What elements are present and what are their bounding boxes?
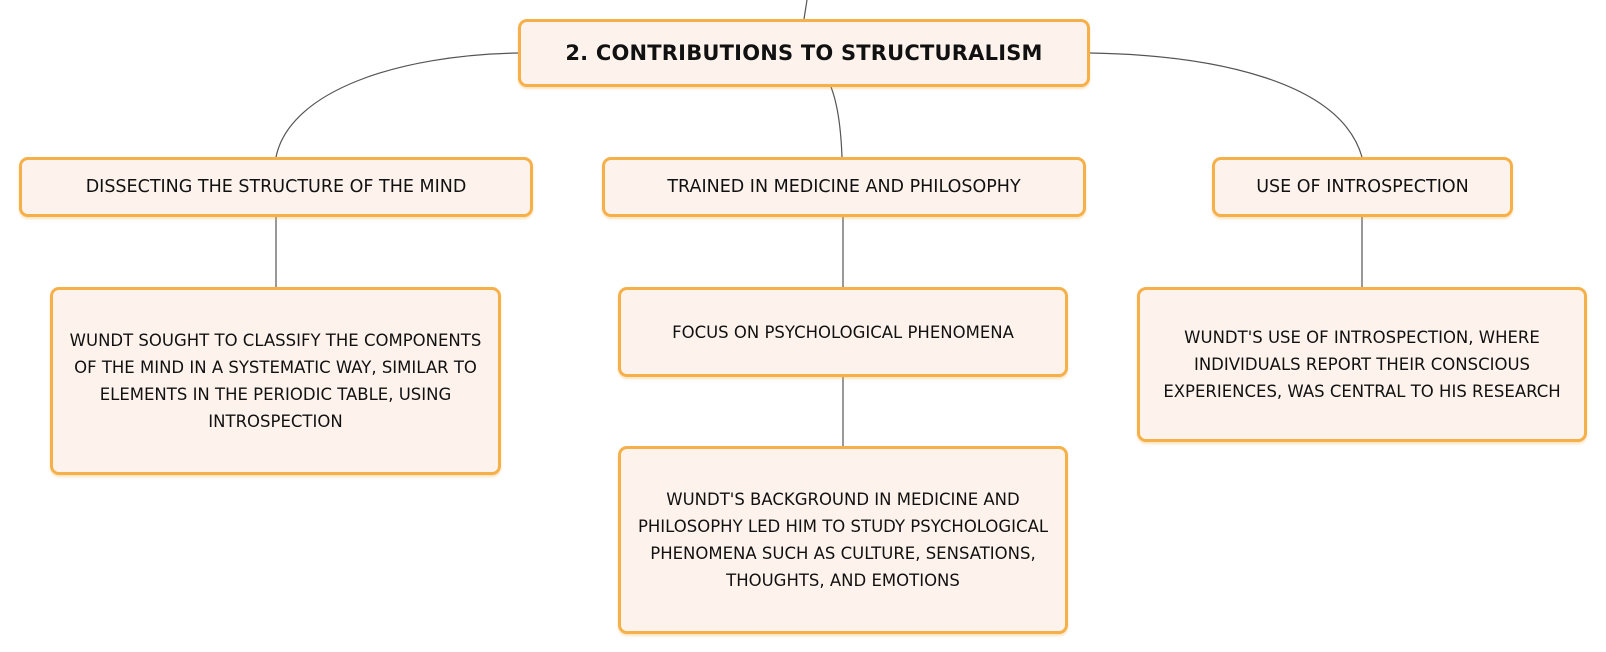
- detail-node-wundt-background[interactable]: WUNDT'S BACKGROUND IN MEDICINE AND PHILO…: [618, 446, 1068, 634]
- detail-node-psychological-phenomena[interactable]: FOCUS ON PSYCHOLOGICAL PHENOMENA: [618, 287, 1068, 377]
- branch-node-structure-of-mind[interactable]: DISSECTING THE STRUCTURE OF THE MIND: [19, 157, 533, 217]
- detail-node-introspection-central[interactable]: WUNDT'S USE OF INTROSPECTION, WHERE INDI…: [1137, 287, 1587, 442]
- detail-node-text: WUNDT'S USE OF INTROSPECTION, WHERE INDI…: [1163, 328, 1561, 401]
- branch-node-label: USE OF INTROSPECTION: [1256, 177, 1469, 197]
- detail-node-text: FOCUS ON PSYCHOLOGICAL PHENOMENA: [672, 322, 1014, 342]
- branch-node-label: DISSECTING THE STRUCTURE OF THE MIND: [85, 177, 467, 197]
- connector-root-to-left: [275, 52, 519, 158]
- connector-root-to-mid: [830, 86, 843, 158]
- detail-node-text: WUNDT'S BACKGROUND IN MEDICINE AND PHILO…: [637, 490, 1049, 590]
- root-node[interactable]: 2. CONTRIBUTIONS TO STRUCTURALISM: [518, 19, 1090, 87]
- branch-node-medicine-philosophy[interactable]: TRAINED IN MEDICINE AND PHILOSOPHY: [602, 157, 1086, 217]
- detail-node-classify-components[interactable]: WUNDT SOUGHT TO CLASSIFY THE COMPONENTS …: [50, 287, 501, 475]
- root-node-label: 2. CONTRIBUTIONS TO STRUCTURALISM: [565, 41, 1043, 65]
- branch-node-label: TRAINED IN MEDICINE AND PHILOSOPHY: [667, 177, 1021, 197]
- connector-root-to-right: [1089, 52, 1363, 158]
- incoming-connector: [803, 0, 808, 20]
- detail-node-text: WUNDT SOUGHT TO CLASSIFY THE COMPONENTS …: [69, 331, 482, 431]
- branch-node-introspection[interactable]: USE OF INTROSPECTION: [1212, 157, 1513, 217]
